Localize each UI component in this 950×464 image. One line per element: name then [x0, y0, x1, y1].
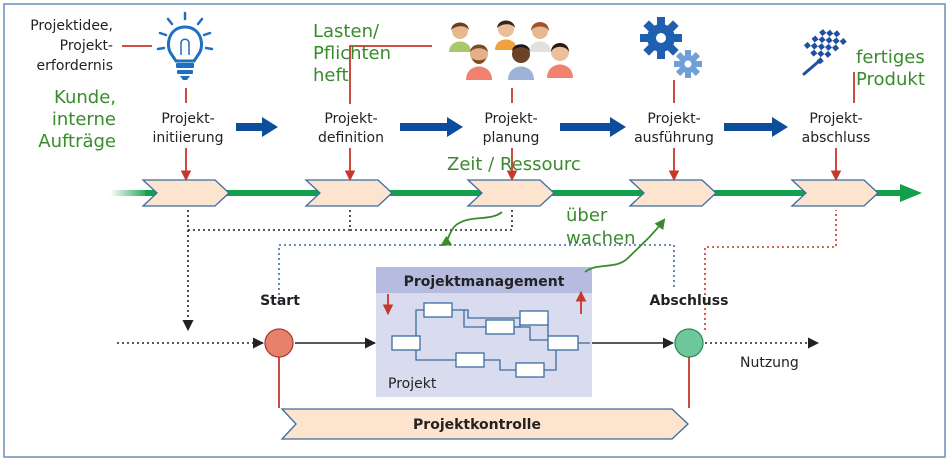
outer-frame: [3, 3, 946, 458]
customer-note-line3: Aufträge: [38, 131, 116, 152]
project-management-header: [376, 267, 592, 293]
usage-label: Nutzung: [740, 355, 799, 371]
phase-label-execution-line2: ausführung: [634, 130, 714, 146]
monitor-annotation-line2: wachen: [566, 228, 636, 249]
spec-note-line1: Lasten/: [313, 21, 380, 42]
phase-arrow-1: [236, 117, 278, 137]
people-group-icon: [449, 20, 573, 80]
chevron-definition: [304, 179, 393, 207]
phase-label-initiation-line2: initiierung: [153, 130, 224, 146]
definition-dotted-connector: [188, 210, 351, 231]
chevron-planning: [466, 179, 555, 207]
gears-icon: [640, 17, 702, 78]
phase-label-definition-line1: Projekt-: [324, 111, 377, 127]
end-node: [674, 328, 704, 358]
timeline-fade: [110, 190, 150, 196]
phase-arrow-3: [560, 117, 626, 137]
chevron-closing: [790, 179, 879, 207]
monitor-annotation-line1: über: [566, 205, 608, 226]
project-control-label: Projektkontrolle: [413, 417, 541, 433]
customer-note-line1: Kunde,: [54, 87, 116, 108]
checkered-flag-icon: [802, 29, 847, 76]
lightbulb-icon: [156, 11, 214, 80]
idea-note: Projektidee, Projekt- erfordernis: [30, 18, 113, 74]
product-note: fertiges Produkt: [856, 47, 925, 90]
time-resources-annotation: Zeit / Ressourc: [447, 154, 581, 175]
idea-note-line3: erfordernis: [37, 58, 113, 74]
product-note-line2: Produkt: [856, 69, 925, 90]
idea-note-line1: Projektidee,: [30, 18, 113, 34]
project-control-band: [280, 408, 689, 440]
spec-connector: [349, 45, 432, 104]
chevron-initiation: [141, 179, 230, 207]
end-label: Abschluss: [650, 293, 729, 309]
spec-note: Lasten/ Pflichten heft: [313, 21, 391, 86]
start-label: Start: [260, 293, 300, 309]
chevron-execution: [628, 179, 717, 207]
project-network: [391, 302, 590, 378]
phase-label-closing-line2: abschluss: [802, 130, 871, 146]
project-management-title: Projektmanagement: [404, 274, 565, 290]
phase-arrow-4: [724, 117, 788, 137]
timeline-arrowhead: [900, 184, 922, 202]
phase-label-closing-line1: Projekt-: [809, 111, 862, 127]
spec-note-line2: Pflichten: [313, 43, 391, 64]
spec-note-line3: heft: [313, 65, 349, 86]
idea-note-line2: Projekt-: [60, 38, 113, 54]
product-note-line1: fertiges: [856, 47, 925, 68]
phase-arrow-2: [400, 117, 463, 137]
planning-to-management-arrow: [440, 211, 503, 247]
start-node: [264, 328, 294, 358]
phase-sequence-arrows: [236, 117, 788, 137]
phase-labels: Projekt- initiierung Projekt- definition…: [153, 111, 871, 146]
closing-dotted-connector: [704, 210, 837, 330]
customer-note: Kunde, interne Aufträge: [38, 87, 116, 152]
phase-label-planning-line2: planung: [483, 130, 540, 146]
phase-label-execution-line1: Projekt-: [647, 111, 700, 127]
management-to-execution-arrow: [584, 218, 666, 273]
customer-note-line2: interne: [52, 109, 116, 130]
phase-chevrons: [141, 179, 879, 207]
phase-label-initiation-line1: Projekt-: [161, 111, 214, 127]
project-label: Projekt: [388, 376, 437, 392]
planning-dotted-connector: [350, 210, 513, 231]
phase-label-planning-line1: Projekt-: [484, 111, 537, 127]
phase-label-definition-line2: definition: [318, 130, 384, 146]
